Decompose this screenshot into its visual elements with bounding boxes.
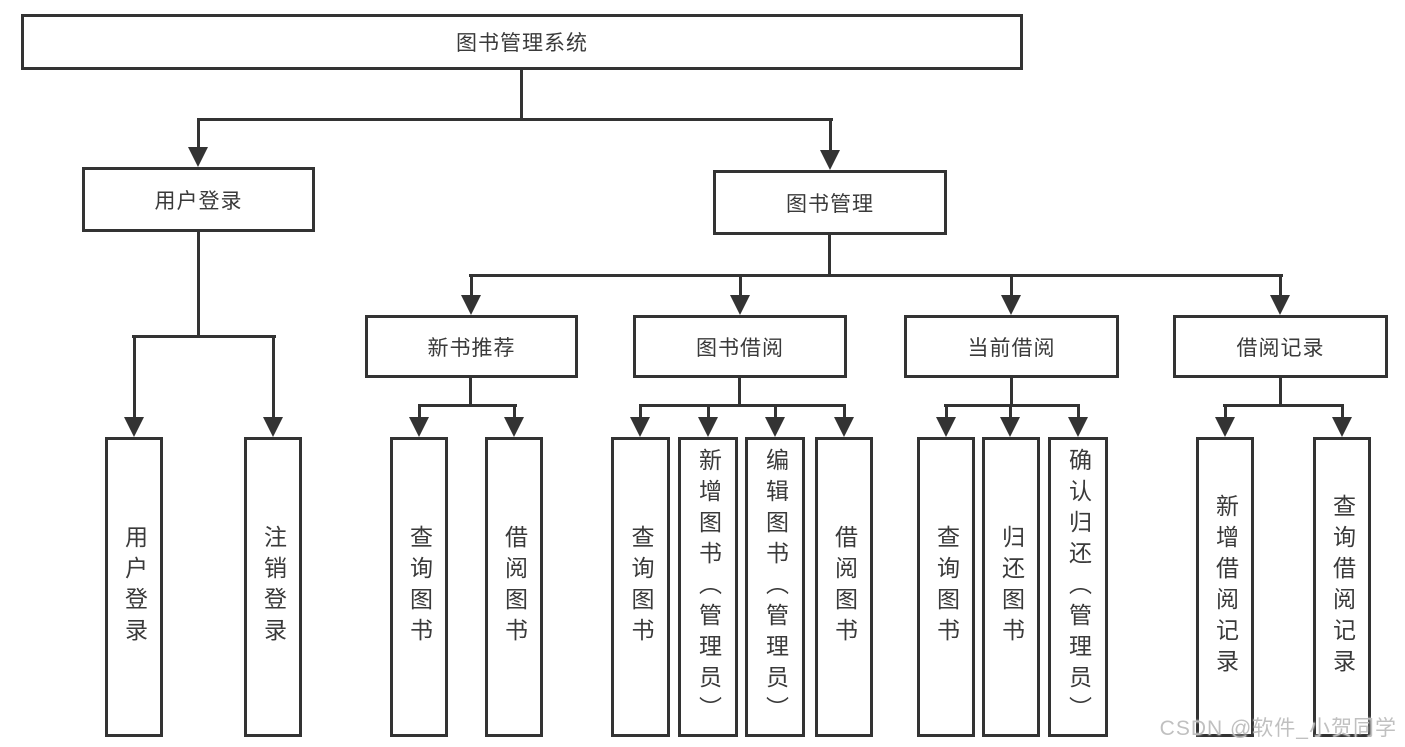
- node-label: 注销登录: [260, 525, 287, 649]
- connector-line: [197, 118, 200, 149]
- arrow-down-icon: [409, 417, 429, 437]
- connector-line: [133, 335, 136, 419]
- arrow-down-icon: [1000, 417, 1020, 437]
- connector-line: [1077, 404, 1080, 419]
- diagram-node-rec-2: 借阅图书: [485, 437, 543, 737]
- connector-line: [774, 404, 777, 419]
- diagram-node-borrow-2: 新增图书（管理员）: [678, 437, 738, 737]
- diagram-node-borrow-3: 编辑图书（管理员）: [745, 437, 805, 737]
- diagram-node-rec-1: 查询图书: [390, 437, 448, 737]
- arrow-down-icon: [1332, 417, 1352, 437]
- connector-line: [469, 274, 1283, 277]
- diagram-node-current-3: 确认归还（管理员）: [1048, 437, 1108, 737]
- arrow-down-icon: [263, 417, 283, 437]
- node-label: 查询图书: [406, 525, 433, 649]
- diagram-node-login-1: 用户登录: [105, 437, 163, 737]
- node-label: 借阅图书: [831, 525, 858, 649]
- connector-line: [639, 404, 642, 419]
- connector-line: [1009, 404, 1012, 419]
- connector-line: [944, 404, 1080, 407]
- node-label: 图书借阅: [696, 336, 784, 360]
- connector-line: [1223, 404, 1344, 407]
- connector-line: [707, 404, 710, 419]
- diagram-node-record-1: 新增借阅记录: [1196, 437, 1254, 737]
- node-label: 归还图书: [998, 525, 1025, 649]
- diagram-node-current: 当前借阅: [904, 315, 1119, 378]
- connector-line: [272, 335, 275, 419]
- arrow-down-icon: [630, 417, 650, 437]
- diagram-node-current-1: 查询图书: [917, 437, 975, 737]
- connector-line: [843, 404, 846, 419]
- node-label: 新增图书（管理员）: [695, 447, 722, 727]
- node-label: 查询图书: [933, 525, 960, 649]
- connector-line: [829, 118, 832, 152]
- arrow-down-icon: [1270, 295, 1290, 315]
- arrow-down-icon: [504, 417, 524, 437]
- node-label: 借阅图书: [501, 525, 528, 649]
- node-label: 查询借阅记录: [1329, 494, 1356, 680]
- connector-line: [197, 118, 833, 121]
- node-label: 新书推荐: [427, 336, 516, 360]
- arrow-down-icon: [188, 147, 208, 167]
- connector-line: [418, 404, 421, 419]
- arrow-down-icon: [124, 417, 144, 437]
- connector-line: [197, 232, 200, 338]
- diagram-node-current-2: 归还图书: [982, 437, 1040, 737]
- arrow-down-icon: [765, 417, 785, 437]
- connector-line: [470, 274, 473, 297]
- arrow-down-icon: [1001, 295, 1021, 315]
- connector-line: [1341, 404, 1344, 419]
- arrow-down-icon: [461, 295, 481, 315]
- connector-line: [513, 404, 516, 419]
- arrow-down-icon: [1215, 417, 1235, 437]
- connector-line: [828, 235, 831, 277]
- connector-line: [639, 404, 846, 407]
- diagram-node-record-2: 查询借阅记录: [1313, 437, 1371, 737]
- node-label: 编辑图书（管理员）: [762, 447, 789, 727]
- connector-line: [1224, 404, 1227, 419]
- diagram-node-rec: 新书推荐: [365, 315, 578, 378]
- arrow-down-icon: [698, 417, 718, 437]
- node-label: 用户登录: [154, 189, 243, 213]
- connector-line: [1010, 378, 1013, 407]
- node-label: 图书管理: [786, 192, 874, 216]
- connector-line: [1279, 378, 1282, 407]
- diagram-node-borrow-4: 借阅图书: [815, 437, 873, 737]
- arrow-down-icon: [936, 417, 956, 437]
- node-label: 图书管理系统: [456, 32, 588, 55]
- arrow-down-icon: [730, 295, 750, 315]
- connector-line: [945, 404, 948, 419]
- csdn-watermark: CSDN @软件_小贺同学: [1159, 717, 1397, 740]
- arrow-down-icon: [834, 417, 854, 437]
- connector-line: [418, 404, 517, 407]
- connector-line: [469, 378, 472, 407]
- arrow-down-icon: [1068, 417, 1088, 437]
- node-label: 新增借阅记录: [1212, 494, 1239, 680]
- diagram-node-root: 图书管理系统: [21, 14, 1023, 70]
- diagram-node-mgmt: 图书管理: [713, 170, 947, 235]
- arrow-down-icon: [820, 150, 840, 170]
- connector-line: [739, 274, 742, 297]
- node-label: 当前借阅: [967, 336, 1056, 360]
- connector-line: [738, 378, 741, 407]
- connector-line: [520, 70, 523, 120]
- connector-line: [1279, 274, 1282, 297]
- node-label: 借阅记录: [1236, 336, 1325, 360]
- connector-line: [132, 335, 276, 338]
- node-label: 用户登录: [121, 525, 148, 649]
- diagram-node-login-2: 注销登录: [244, 437, 302, 737]
- diagram-node-record: 借阅记录: [1173, 315, 1388, 378]
- node-label: 查询图书: [628, 525, 654, 649]
- diagram-node-borrow-1: 查询图书: [611, 437, 670, 737]
- diagram-node-borrow: 图书借阅: [633, 315, 847, 378]
- node-label: 确认归还（管理员）: [1065, 447, 1092, 727]
- connector-line: [1010, 274, 1013, 297]
- diagram-node-login: 用户登录: [82, 167, 315, 232]
